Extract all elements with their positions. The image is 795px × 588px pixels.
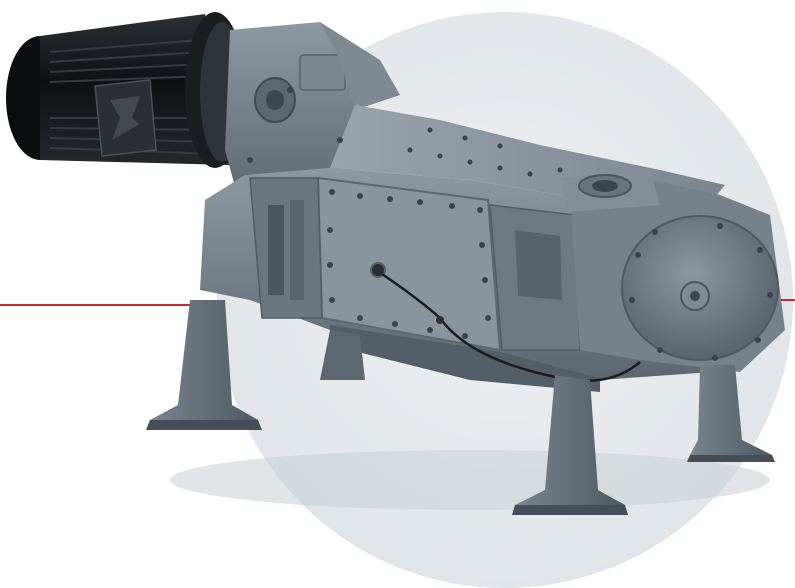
sensor-cable [370, 262, 641, 383]
bolts [247, 87, 773, 361]
support-feet [146, 300, 775, 515]
floor-shadow [170, 450, 770, 510]
pump-main-body [200, 105, 785, 392]
gearbox-housing [225, 22, 400, 205]
electric-motor [6, 12, 245, 168]
outlet-flange [560, 170, 660, 212]
